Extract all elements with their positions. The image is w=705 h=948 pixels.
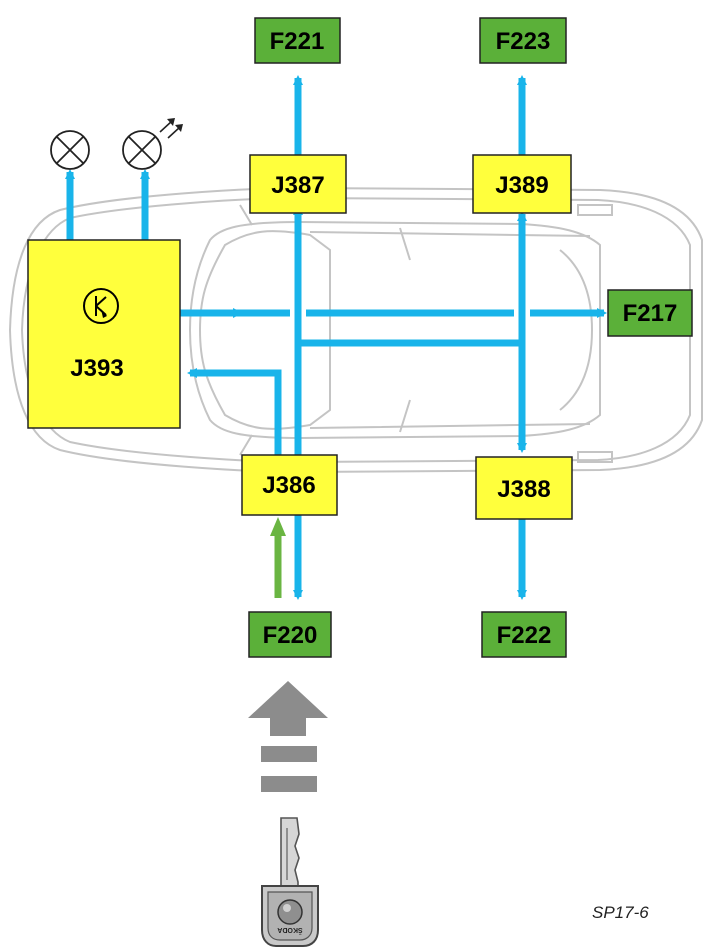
label-f217: F217	[623, 300, 678, 327]
key-signal-arrow	[270, 517, 286, 598]
approach-arrow	[248, 681, 328, 792]
label-j388: J388	[497, 476, 550, 503]
label-j393: J393	[70, 355, 123, 382]
label-f222: F222	[497, 622, 552, 649]
label-f223: F223	[496, 28, 551, 55]
label-j386: J386	[262, 472, 315, 499]
control-unit-j386: J386	[241, 454, 338, 516]
switch-f222: F222	[481, 611, 567, 658]
control-unit-j387: J387	[249, 154, 347, 214]
switch-f220: F220	[248, 611, 332, 658]
control-unit-j393: J393	[27, 239, 181, 429]
transistor-symbol-icon	[83, 288, 119, 324]
key-brand: ŠKODA	[277, 926, 302, 935]
switch-f221: F221	[254, 17, 341, 64]
car-key-icon: ŠKODA	[261, 817, 319, 947]
label-f220: F220	[263, 622, 318, 649]
label-f221: F221	[270, 28, 325, 55]
switch-f223: F223	[479, 17, 567, 64]
control-unit-j389: J389	[472, 154, 572, 214]
label-j387: J387	[271, 172, 324, 199]
light-emitting-lamp-icon	[122, 118, 183, 170]
label-j389: J389	[495, 172, 548, 199]
lamp-icon	[50, 130, 90, 170]
wiring	[65, 75, 607, 600]
switch-f217: F217	[607, 289, 693, 337]
control-unit-j388: J388	[475, 456, 573, 520]
figure-caption: SP17-6	[592, 903, 649, 922]
